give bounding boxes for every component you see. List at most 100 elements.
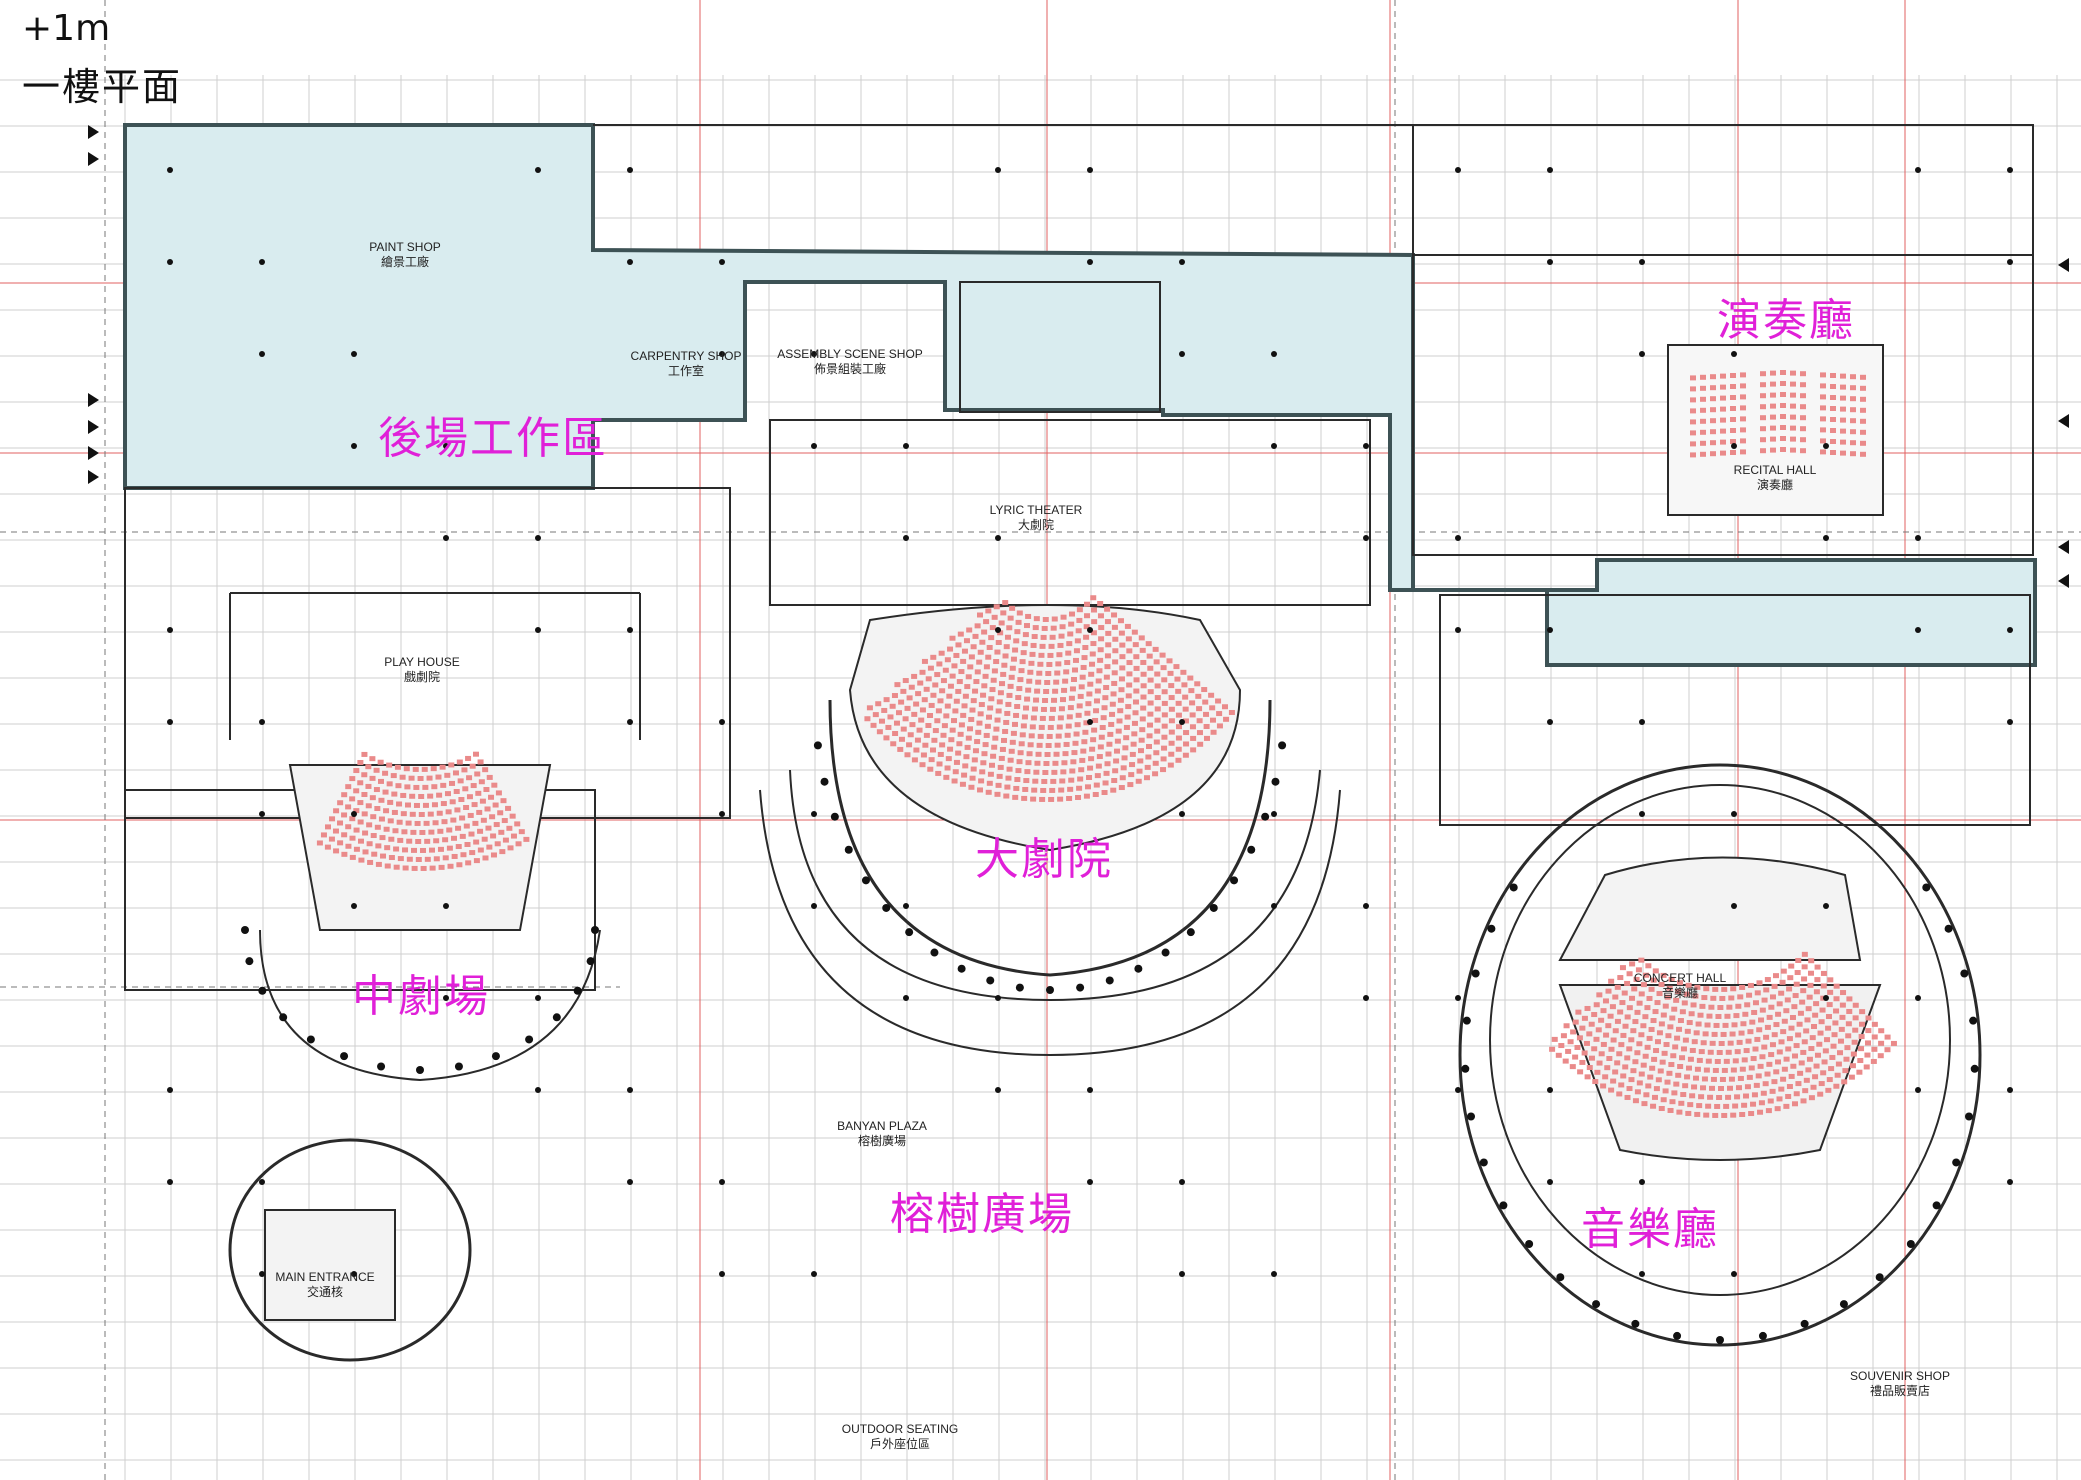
seat — [414, 820, 421, 826]
seat — [1833, 996, 1840, 1002]
column — [1915, 1087, 1921, 1093]
seat — [1166, 658, 1173, 664]
seat — [1780, 1029, 1787, 1035]
seat — [1017, 677, 1024, 683]
seat — [1043, 688, 1050, 694]
seat — [1850, 429, 1856, 435]
seat — [1751, 1092, 1758, 1098]
seat — [1841, 1079, 1848, 1085]
seat — [1780, 436, 1786, 441]
seat — [324, 844, 331, 850]
seat — [1161, 723, 1168, 729]
seat — [1800, 988, 1807, 994]
seat — [1677, 1064, 1684, 1070]
seat — [1614, 984, 1621, 990]
column — [1278, 741, 1287, 750]
seat — [1210, 729, 1217, 735]
seat — [1603, 1032, 1610, 1038]
seat — [366, 822, 373, 828]
seat — [349, 796, 356, 802]
seat — [440, 801, 447, 807]
seat — [990, 753, 997, 759]
seat — [1118, 687, 1125, 693]
seat — [1739, 1066, 1746, 1072]
seat — [463, 804, 470, 810]
seat — [1161, 734, 1168, 740]
seat — [1878, 1040, 1885, 1046]
column — [1499, 1201, 1508, 1210]
seat — [489, 814, 496, 820]
seat — [1030, 642, 1037, 648]
seat — [1718, 1085, 1725, 1091]
seat — [500, 798, 507, 804]
seat — [1118, 676, 1125, 682]
seat — [488, 794, 495, 800]
seat — [1131, 731, 1138, 737]
seat — [412, 766, 419, 772]
seat — [431, 784, 438, 790]
column — [1271, 903, 1277, 909]
seat — [1759, 1007, 1766, 1013]
seat — [1805, 1067, 1812, 1073]
seat — [969, 707, 976, 713]
seat — [955, 642, 962, 648]
seat — [1640, 1062, 1647, 1068]
seat — [1153, 750, 1160, 756]
seat — [1808, 970, 1815, 976]
seat — [1700, 396, 1706, 402]
seat — [1860, 396, 1866, 402]
seat — [1655, 1077, 1662, 1083]
seat — [369, 795, 376, 801]
seat — [1790, 436, 1796, 442]
seat — [383, 808, 390, 814]
seat — [1043, 760, 1050, 766]
seat — [1804, 1017, 1811, 1023]
seat — [1733, 1013, 1740, 1019]
column — [1960, 969, 1969, 978]
seat — [989, 625, 996, 631]
column — [1087, 167, 1093, 173]
seat — [1651, 1094, 1658, 1100]
seat — [992, 735, 999, 741]
seat — [949, 727, 956, 733]
seat — [447, 863, 454, 869]
seat — [337, 820, 344, 826]
seat — [1720, 417, 1726, 423]
seat — [1021, 641, 1028, 647]
column — [1363, 903, 1369, 909]
column — [1179, 351, 1185, 357]
seat — [1147, 677, 1154, 683]
seat — [476, 809, 483, 815]
seat — [1049, 787, 1056, 793]
seat — [1068, 777, 1075, 783]
seat — [1840, 417, 1846, 423]
seat — [1098, 636, 1105, 642]
seat — [936, 661, 943, 667]
seat — [1760, 393, 1766, 399]
seat — [1858, 1046, 1865, 1052]
seat — [1667, 1107, 1674, 1113]
column — [351, 351, 357, 357]
seat — [365, 783, 372, 789]
seat — [465, 860, 472, 866]
seat — [1676, 1026, 1683, 1032]
seat — [1697, 1012, 1704, 1018]
seat — [1676, 1109, 1683, 1115]
column — [1179, 259, 1185, 265]
seat — [1735, 1085, 1742, 1091]
column — [627, 1087, 633, 1093]
section-marker-icon — [2058, 574, 2069, 588]
building-walls — [124, 124, 2034, 991]
seat — [1608, 1046, 1615, 1052]
seat — [1734, 1094, 1741, 1100]
seat — [1097, 600, 1104, 606]
seat — [1057, 796, 1064, 802]
seat — [450, 835, 457, 841]
seat — [923, 732, 930, 738]
seat — [1714, 1058, 1721, 1064]
seat — [1076, 617, 1083, 623]
seat — [442, 837, 449, 843]
seat — [1591, 1012, 1598, 1018]
